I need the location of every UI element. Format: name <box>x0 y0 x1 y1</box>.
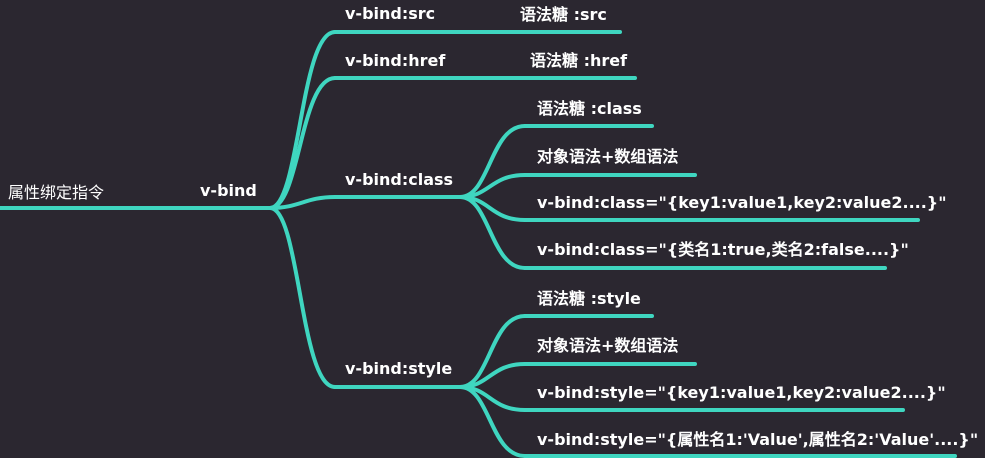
style-child-3: v-bind:style="{属性名1:'Value',属性名2:'Value'… <box>537 430 979 449</box>
class-child-3: v-bind:class="{类名1:true,类名2:false....}" <box>537 240 909 259</box>
branch-style-label: v-bind:style <box>345 359 453 378</box>
connector-href <box>268 76 337 210</box>
style-child-0: 语法糖 :style <box>537 289 641 308</box>
style-child-2: v-bind:style="{key1:value1,key2:value2..… <box>537 383 946 402</box>
class-connector-4 <box>458 195 527 270</box>
connector-class <box>268 195 337 210</box>
connector-src <box>268 30 337 210</box>
style-child-1: 对象语法+数组语法 <box>537 336 679 355</box>
href-child-0: 语法糖 :href <box>530 51 628 70</box>
branch-src-label: v-bind:src <box>345 4 436 23</box>
directive-label: v-bind <box>200 181 257 200</box>
class-child-0: 语法糖 :class <box>537 99 642 118</box>
class-child-1: 对象语法+数组语法 <box>537 147 679 166</box>
class-child-2: v-bind:class="{key1:value1,key2:value2..… <box>537 193 947 212</box>
root-label: 属性绑定指令 <box>8 183 105 202</box>
src-child-0: 语法糖 :src <box>520 5 607 24</box>
branch-class-label: v-bind:class <box>345 170 454 189</box>
style-connector-4 <box>458 385 527 458</box>
branch-href-label: v-bind:href <box>345 51 446 70</box>
connector-style <box>268 206 337 389</box>
